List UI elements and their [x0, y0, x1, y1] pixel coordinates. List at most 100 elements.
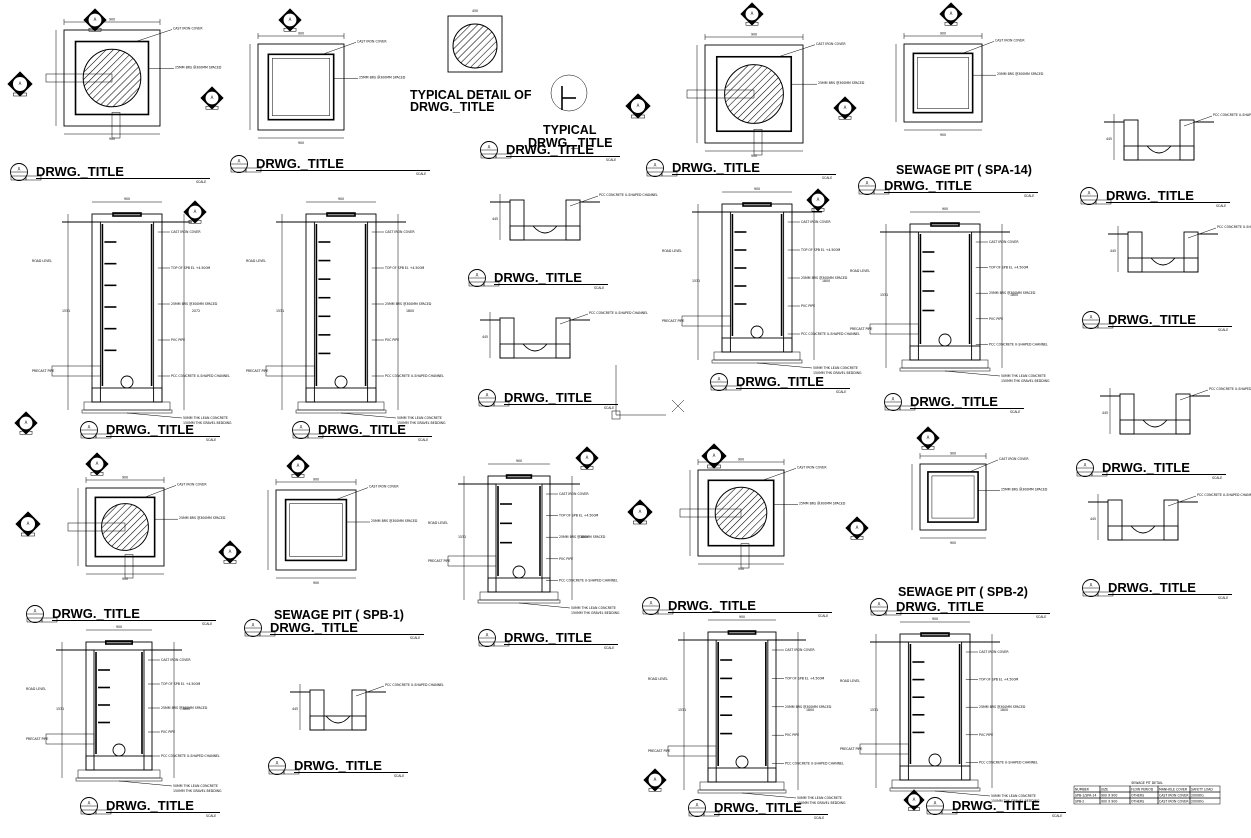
callout-text: PCC CONCRETE U-SHAPED CHANNEL — [589, 311, 648, 315]
line — [1183, 115, 1213, 127]
drawing-title: DRWG._TITLE — [504, 390, 592, 405]
rect — [1175, 393, 1191, 435]
callout-text: 50MM THK LEAN CONCRETE — [397, 416, 442, 420]
drawing-title: DRWG._TITLE — [106, 422, 194, 437]
section-marker: A — [625, 93, 651, 119]
dim-text: 445 — [1106, 137, 1112, 141]
marker-circle — [744, 6, 760, 22]
dim-text: 1531 — [62, 309, 70, 313]
callout-text: CAST IRON COVER — [559, 492, 589, 496]
rect — [711, 359, 803, 364]
dim-text: 445 — [482, 335, 488, 339]
rect — [541, 483, 551, 593]
title-marker-letter: A — [1084, 463, 1087, 468]
rect — [307, 433, 324, 439]
rect — [90, 472, 104, 476]
callout-text: 50MM THK LEAN CONCRETE — [991, 794, 1036, 798]
callout-text: TOP OF SPB EL +4.500M — [170, 266, 210, 270]
rect — [1127, 257, 1199, 273]
rect — [944, 22, 958, 26]
marker-circle — [282, 12, 298, 28]
rect — [245, 167, 262, 173]
rect — [305, 213, 377, 223]
table-header-cell: SIZE — [1101, 787, 1108, 791]
rect — [305, 387, 377, 403]
marker-circle — [810, 192, 826, 208]
rect — [1163, 499, 1179, 541]
rect — [505, 474, 533, 479]
dim-text: 900 — [338, 197, 344, 201]
rect — [305, 221, 315, 403]
dim-text: 900 — [754, 187, 760, 191]
rect — [267, 53, 335, 121]
rect — [611, 410, 621, 420]
dim-text: 1800 — [580, 535, 588, 539]
rect — [487, 475, 551, 485]
title-marker-letter: A — [718, 377, 721, 382]
callout-text: 150MM THK GRAVEL BEDDING — [397, 421, 446, 425]
rect — [909, 231, 919, 361]
rect — [633, 520, 647, 525]
dim-text: 900 — [940, 133, 946, 137]
callout-text: CAST IRON COVER — [173, 27, 203, 31]
table-header-cell: MANHOLE COVER — [1159, 787, 1188, 791]
table-header-cell: SAFETY LOAD — [1191, 787, 1213, 791]
drawing-title: DRWG._TITLE — [318, 422, 406, 437]
line — [1167, 495, 1197, 507]
u-channel — [325, 715, 351, 724]
dim-text: 1531 — [678, 708, 686, 712]
rect — [667, 745, 717, 757]
marker-circle — [222, 544, 238, 560]
rect — [487, 577, 551, 593]
rect — [295, 409, 387, 414]
marker-letter: A — [950, 11, 953, 16]
callout-text: TOP OF SPB EL +4.500M — [558, 514, 598, 518]
rect — [283, 769, 300, 775]
callout-text: TOP OF SPB EL +4.500M — [160, 682, 200, 686]
dim-text: 900 — [298, 141, 304, 145]
rect — [961, 641, 971, 781]
rect — [941, 809, 958, 815]
rect — [713, 351, 801, 361]
callout-text: 25MM BRS @300MM SPACED — [359, 75, 406, 79]
u-channel — [1142, 419, 1168, 428]
scale-label: SCALE — [418, 438, 428, 442]
title-marker-letter: A — [300, 425, 303, 430]
marker-circle — [187, 204, 203, 220]
table-caption: SEWAGE PIT DETAIL — [1131, 781, 1163, 785]
title-marker-letter: A — [34, 609, 37, 614]
detail-cover-circle — [452, 23, 498, 69]
rect — [703, 811, 720, 817]
section-marker: A — [845, 516, 869, 540]
pipe-circle — [334, 375, 348, 389]
section-marker: A — [183, 200, 207, 224]
dim-text: 900 — [124, 197, 130, 201]
callout-text: 25MM BRS @300MM SPACED — [559, 535, 606, 539]
scale-label: SCALE — [1218, 596, 1228, 600]
line — [1179, 389, 1209, 401]
section-marker: A — [7, 71, 33, 97]
u-channel — [522, 343, 548, 352]
drawing-title: DRWG._TITLE — [714, 800, 802, 815]
line — [126, 412, 183, 419]
title-marker-letter: A — [650, 601, 653, 606]
scale-label: SCALE — [1212, 476, 1222, 480]
pipe-circle — [938, 333, 952, 347]
table-header-cell: FLOW PERIOD — [1131, 787, 1154, 791]
callout-text: PCC CONCRETE U-SHAPED CHANNEL — [385, 374, 444, 378]
callout-text: 25MM BRS @300MM SPACED — [785, 705, 832, 709]
callout-text: 50MM THK LEAN CONCRETE — [813, 366, 858, 370]
callout-text: ROAD LEVEL — [246, 259, 266, 263]
callout-text: CAST IRON COVER — [999, 457, 1029, 461]
section-marker: A — [643, 768, 667, 792]
dim-text: 900 — [313, 581, 319, 585]
rect — [483, 281, 500, 287]
rect — [1091, 471, 1108, 477]
marker-circle — [87, 12, 103, 28]
